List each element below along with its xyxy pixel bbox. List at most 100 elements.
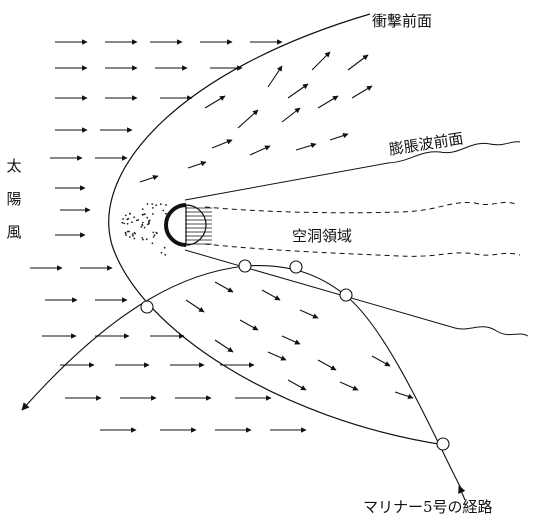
stagnation-dot [153,234,156,237]
solar-wind-label: 太 陽 風 [4,150,24,249]
stagnation-dot [136,219,138,222]
stagnation-dot [123,222,126,225]
trajectory-inbound-arrow [458,485,466,501]
stagnation-dot [125,234,127,237]
flow-arrow [139,174,159,183]
flow-arrow [347,54,369,71]
shock-front-curve [108,13,446,446]
flow-arrow [394,391,414,400]
crossing-marker [436,437,450,451]
stagnation-dots [121,203,167,256]
flow-arrow [281,335,301,345]
stagnation-dot [159,203,162,206]
expansion-front-lower [184,249,529,337]
stagnation-dot [160,251,163,254]
flow-arrow [204,95,226,109]
flow-arrow [311,51,331,71]
stagnation-dot [133,232,136,234]
stagnation-dot [132,234,134,237]
stagnation-dot [152,236,155,238]
flow-arrow [281,107,301,123]
stagnation-dot [145,238,148,241]
mariner-path-label: マリナー5号の経路 [363,498,493,516]
stagnation-dot [127,217,130,220]
flow-arrow [329,132,349,141]
stagnation-dot [162,209,165,212]
stagnation-dot [163,246,166,249]
crossing-marker [238,259,252,273]
stagnation-dot [165,204,167,206]
venus-planet [164,203,212,247]
flow-arrow [317,95,339,109]
expansion-front-upper [184,141,521,201]
stagnation-dot [122,218,124,220]
stagnation-dot [142,213,145,216]
stagnation-dot [151,203,154,206]
stagnation-dot [131,233,134,236]
flow-arrow [214,339,234,353]
stagnation-dot [165,212,167,215]
stagnation-dot [151,242,154,245]
flow-arrow [187,160,207,169]
stagnation-dot [148,221,150,224]
stagnation-dot [164,253,167,256]
stagnation-dot [143,226,146,229]
stagnation-dot [142,238,144,241]
stagnation-dot [155,204,158,207]
stagnation-dot [128,212,131,215]
solar-wind-char: 風 [6,223,22,241]
flow-arrow [239,319,259,331]
flow-arrow [267,351,287,361]
stagnation-dot [148,222,150,225]
cavity-boundary-upper [204,201,519,214]
stagnation-dot [155,231,158,234]
flow-arrow [287,83,309,99]
flow-arrow [351,85,373,99]
stagnation-dot [141,237,144,239]
crossing-markers [140,259,450,451]
solar-wind-char: 太 [6,157,22,175]
mariner-5-trajectory [21,264,464,493]
stagnation-dot [146,203,149,205]
stagnation-dot [140,226,143,228]
flow-arrow [299,309,319,319]
flow-arrow [295,142,317,151]
stagnation-dot [141,221,144,224]
stagnation-dot [141,223,144,226]
stagnation-dot [126,230,129,233]
flow-arrow [261,289,281,301]
stagnation-dot [124,214,127,217]
stagnation-dot [128,230,131,233]
stagnation-dot [141,208,144,211]
deflected-flow-arrows [139,51,414,400]
stagnation-dot [152,207,154,209]
stagnation-dot [133,216,136,219]
flow-arrow [211,139,233,149]
flow-arrow [371,355,391,367]
stagnation-dot [124,232,127,235]
cavity-region-label: 空洞領域 [292,227,353,245]
stagnation-dot [152,231,155,234]
stagnation-dot [131,221,133,224]
stagnation-dot [121,221,124,224]
crossing-marker [339,288,353,302]
stagnation-dot [133,237,136,240]
flow-arrow [339,381,359,391]
flow-arrow [267,65,283,88]
flow-arrow [249,145,271,156]
stagnation-dot [126,222,129,225]
flow-arrow [287,379,307,391]
stagnation-dot [152,213,154,215]
solar-wind-arrows [30,39,307,433]
crossing-marker [289,260,303,274]
stagnation-dot [148,219,151,222]
stagnation-dot [146,216,149,219]
solar-wind-char: 陽 [6,190,22,208]
shock-front-label: 衝撃前面 [372,12,433,30]
flow-arrow [214,281,234,293]
crossing-marker [140,300,154,314]
flow-arrow [185,299,205,313]
cavity-boundary-lower [204,243,521,257]
